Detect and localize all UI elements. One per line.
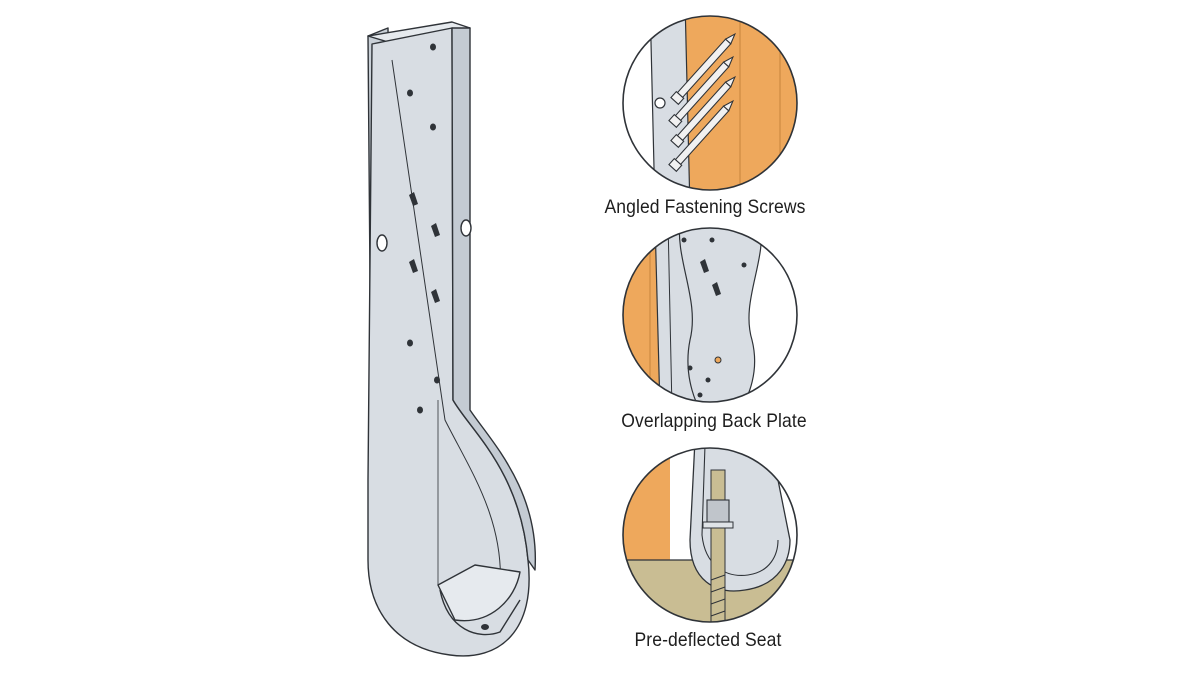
large-hole [460,219,472,237]
screw-set [668,32,736,173]
callout-ring [622,227,798,403]
hole [709,237,715,243]
hanger-main [367,21,536,657]
hole [407,89,413,97]
back-plate-edge [667,228,673,402]
callout-label-screws: Angled Fastening Screws [604,196,806,218]
hanger-large-holes [376,219,472,252]
hanger-holes [407,43,489,630]
screw-slot [712,282,721,296]
seat-shell [689,448,791,592]
hole [687,365,693,371]
plate-holes [681,237,747,398]
screw-slot [409,192,418,206]
hole [434,376,440,384]
seat-inner [701,448,779,576]
hole [407,339,413,347]
hole [430,43,436,51]
screw-slot [431,223,440,237]
hanger-bend-line [391,59,501,591]
anchor-washer [702,521,734,529]
hanger-seat [437,564,521,622]
large-hole [376,234,388,252]
hole [741,262,747,268]
hole [417,406,423,414]
anchor-rod [710,469,726,622]
plate-hole [654,97,666,109]
callout-ring [622,447,798,623]
callout-screws-detail [622,15,798,191]
callout-seat-detail [622,447,798,623]
hole [697,392,703,398]
callout-label-seat: Pre-deflected Seat [634,629,782,651]
screw [670,32,736,106]
callout-backplate-detail [622,227,798,403]
anchor-nut [706,499,730,523]
hanger-screw-slots [409,192,440,303]
callout-ring [622,15,798,191]
screw-slot [409,259,418,273]
screw [668,99,734,173]
hole [430,123,436,131]
screw-slot [700,259,709,273]
hole [481,624,489,630]
back-plate-overlap [678,228,701,402]
hanger-seat-front [439,589,521,636]
hanger-side-flange [451,27,536,571]
back-plate-outer [654,228,762,402]
hole [681,237,687,243]
screw [670,75,736,149]
hanger-front-face [367,27,530,657]
hole [705,377,711,383]
hole-highlight [714,356,722,364]
screw [668,55,734,129]
screw-slot [431,289,440,303]
callout-label-backplate: Overlapping Back Plate [621,410,807,432]
